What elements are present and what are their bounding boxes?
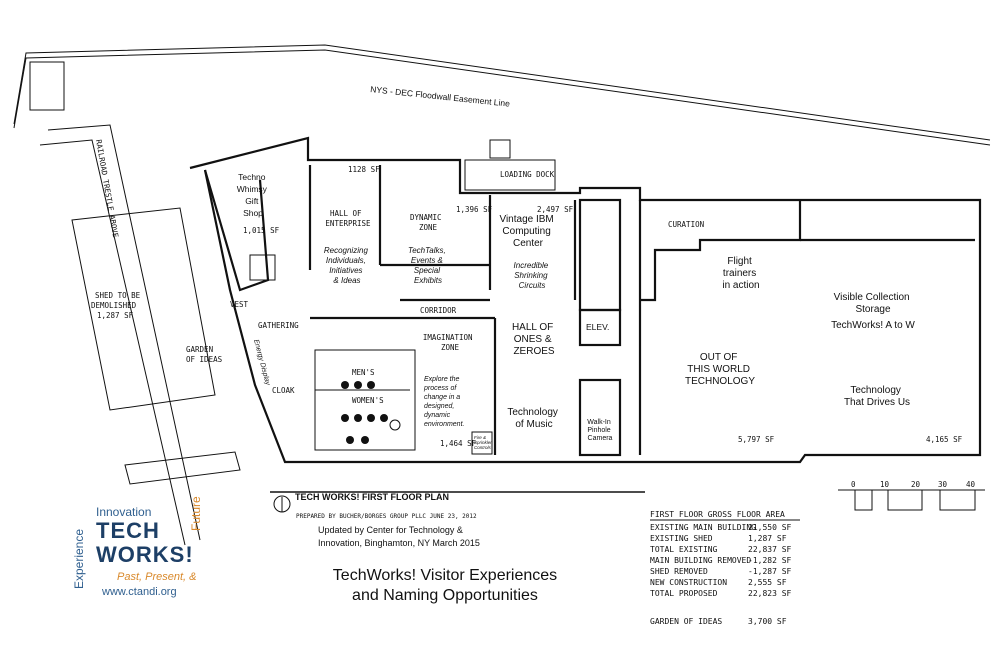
visitor-title-1: TechWorks! Visitor Experiences <box>333 567 557 584</box>
area-table: EXISTING MAIN BUILDING 21,550 SF EXISTIN… <box>650 523 792 626</box>
area-4165: 4,165 SF <box>926 435 963 444</box>
updated-line-2: Innovation, Binghamton, NY March 2015 <box>318 538 480 548</box>
womens-label: WOMEN'S <box>352 396 384 405</box>
elevator-label: ELEV. <box>586 322 609 332</box>
flight-label: Flight trainers in action <box>722 256 759 291</box>
imagination-zone-label: IMAGINATION ZONE <box>423 333 477 352</box>
energy-display-label: Energy Display <box>252 339 271 387</box>
plan-title: TECH WORKS! FIRST FLOOR PLAN <box>295 492 449 502</box>
drives-us-label: Technology That Drives Us <box>844 385 910 408</box>
gathering-label: GATHERING <box>258 321 299 330</box>
logo-future: Future <box>189 496 203 531</box>
area-1396: 1,396 SF <box>456 205 493 214</box>
area-row-value: 21,550 SF <box>748 523 792 532</box>
out-of-world-label: OUT OF THIS WORLD TECHNOLOGY <box>685 352 755 387</box>
logo-url[interactable]: www.ctandi.org <box>102 586 177 598</box>
area-row-label: TOTAL PROPOSED <box>650 589 718 598</box>
area-row-value: 2,555 SF <box>748 578 787 587</box>
hall-enterprise-desc: Recognizing Individuals, Initiatives & I… <box>324 246 370 285</box>
techworks-logo: Innovation TECH WORKS! Experience Future… <box>72 496 222 605</box>
visitor-title-2: and Naming Opportunities <box>352 587 538 604</box>
logo-experience: Experience <box>72 528 86 589</box>
music-label: Technology of Music <box>507 407 560 430</box>
scale-bar <box>838 489 985 511</box>
circuits-label: Incredible Shrinking Circuits <box>514 261 551 290</box>
building-walls <box>189 136 982 464</box>
curation-label: CURATION <box>668 220 704 229</box>
area-2497: 2,497 SF <box>537 205 574 214</box>
scale-tick-0: 0 <box>851 480 856 489</box>
garden-label-2: OF IDEAS <box>186 355 223 364</box>
area-row-value: -1,287 SF <box>748 567 792 576</box>
scale-tick-40: 40 <box>966 480 976 489</box>
garden-area-label: GARDEN OF IDEAS <box>650 617 722 626</box>
updated-line-1: Updated by Center for Technology & <box>318 525 463 535</box>
techworks-aw-label: TechWorks! A to W <box>831 320 915 331</box>
prepared-by: PREPARED BY BUCHER/BORGES GROUP PLLC JUN… <box>296 513 477 520</box>
area-5797: 5,797 SF <box>738 435 775 444</box>
loading-dock-label: LOADING DOCK <box>500 170 555 179</box>
hall-enterprise-label: HALL OF ENTERPRISE <box>325 209 371 228</box>
dynamic-zone-label: DYNAMIC ZONE <box>410 213 446 232</box>
area-row-value: 22,823 SF <box>748 589 792 598</box>
area-row-value: -1,282 SF <box>748 556 792 565</box>
gift-shop-area: 1,015 SF <box>243 226 280 235</box>
logo-tech: TECH <box>96 518 160 543</box>
hall-ones-label: HALL OF ONES & ZEROES <box>512 322 556 357</box>
area-table-header: FIRST FLOOR GROSS FLOOR AREA <box>650 510 785 519</box>
shed-label-2: DEMOLISHED <box>91 301 137 310</box>
railroad-trestle <box>39 124 241 546</box>
vest-label: VEST <box>230 300 249 309</box>
area-row-label: TOTAL EXISTING <box>650 545 718 554</box>
area-row-label: EXISTING MAIN BUILDING <box>650 523 756 532</box>
sprinkler-label: Fire & Sprinkler Controls <box>474 435 493 450</box>
area-1464: 1,464 SF <box>440 439 477 448</box>
logo-innovation: Innovation <box>96 505 152 519</box>
mens-label: MEN'S <box>352 368 375 377</box>
area-1128: 1128 SF <box>348 165 380 174</box>
gift-shop-label: Techno Whimsy Gift Shop <box>237 172 270 218</box>
logo-tagline: Past, Present, & <box>117 571 197 583</box>
garden-area-value: 3,700 SF <box>748 617 787 626</box>
scale-tick-10: 10 <box>880 480 890 489</box>
walkin-camera-label: Walk-In Pinhole Camera <box>587 419 612 442</box>
logo-works: WORKS! <box>96 542 194 567</box>
easement-label: NYS - DEC Floodwall Easement Line <box>370 84 511 109</box>
restroom-fixtures <box>341 381 401 444</box>
area-row-value: 1,287 SF <box>748 534 787 543</box>
shed-label-3: 1,287 SF <box>97 311 134 320</box>
ibm-label: Vintage IBM Computing Center <box>499 214 556 249</box>
garden-label-1: GARDEN <box>186 345 213 354</box>
visible-collection-label: Visible Collection Storage <box>834 292 913 315</box>
area-row-value: 22,837 SF <box>748 545 792 554</box>
scale-tick-20: 20 <box>911 480 921 489</box>
area-row-label: EXISTING SHED <box>650 534 713 543</box>
shed-label-1: SHED TO BE <box>95 291 141 300</box>
dynamic-zone-desc: TechTalks, Events & Special Exhibits <box>408 246 448 285</box>
area-row-label: SHED REMOVED <box>650 567 708 576</box>
corridor-label: CORRIDOR <box>420 306 457 315</box>
area-row-label: NEW CONSTRUCTION <box>650 578 727 587</box>
scale-tick-30: 30 <box>938 480 948 489</box>
imagination-zone-desc: Explore the process of change in a desig… <box>423 376 465 428</box>
area-row-label: MAIN BUILDING REMOVED <box>650 556 751 565</box>
floodwall-easement <box>13 44 991 146</box>
cloak-label: CLOAK <box>272 386 295 395</box>
